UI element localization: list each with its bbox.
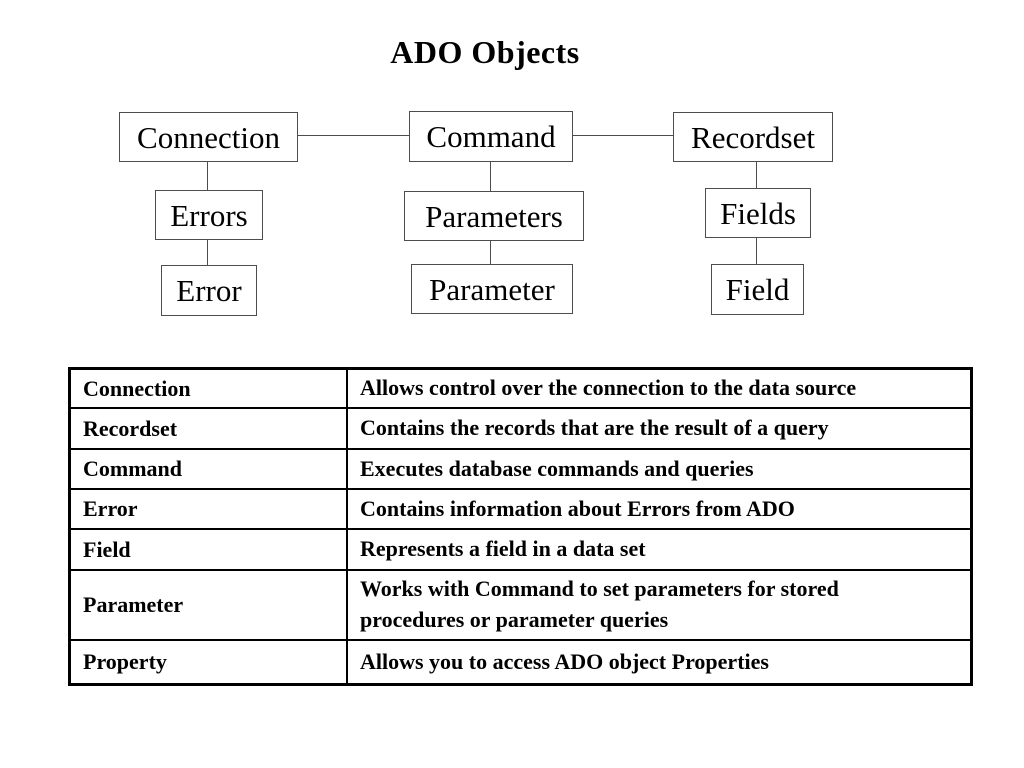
node-label: Connection <box>137 119 280 155</box>
description-cell: Represents a field in a data set <box>360 536 646 562</box>
connector-command-parameters <box>490 162 491 191</box>
node-connection: Connection <box>119 112 298 162</box>
connector-connection-errors <box>207 162 208 190</box>
node-field: Field <box>711 264 804 315</box>
node-fields: Fields <box>705 188 811 238</box>
connector-fields-field <box>756 238 757 264</box>
table-row: Error Contains information about Errors … <box>71 490 970 530</box>
table-row: Command Executes database commands and q… <box>71 450 970 490</box>
node-label: Errors <box>170 197 248 233</box>
term-cell: Property <box>71 641 348 683</box>
node-label: Error <box>176 273 242 308</box>
node-command: Command <box>409 111 573 162</box>
ado-definitions-table: Connection Allows control over the conne… <box>68 367 973 686</box>
connector-connection-command <box>298 135 409 136</box>
node-label: Fields <box>720 195 796 231</box>
description-cell: Executes database commands and queries <box>360 455 754 481</box>
connector-errors-error <box>207 240 208 265</box>
node-parameter: Parameter <box>411 264 573 314</box>
description-cell: Allows control over the connection to th… <box>360 375 857 401</box>
table-row: Property Allows you to access ADO object… <box>71 641 970 683</box>
node-label: Field <box>725 272 790 307</box>
node-label: Parameters <box>425 198 563 234</box>
table-row: Connection Allows control over the conne… <box>71 370 970 409</box>
table-row: Recordset Contains the records that are … <box>71 409 970 450</box>
description-cell: Allows you to access ADO object Properti… <box>360 648 769 674</box>
node-label: Command <box>426 119 556 154</box>
description-cell: Contains information about Errors from A… <box>360 495 795 521</box>
node-recordset: Recordset <box>673 112 833 162</box>
node-parameters: Parameters <box>404 191 584 241</box>
connector-recordset-fields <box>756 162 757 188</box>
node-label: Parameter <box>429 271 555 307</box>
node-error: Error <box>161 265 257 316</box>
term-cell: Field <box>71 530 348 569</box>
term-cell: Parameter <box>71 571 348 639</box>
description-cell: Works with Command to set parameters for… <box>360 576 839 632</box>
term-cell: Recordset <box>71 409 348 448</box>
node-errors: Errors <box>155 190 263 240</box>
term-cell: Connection <box>71 370 348 407</box>
connector-command-recordset <box>573 135 673 136</box>
node-label: Recordset <box>691 119 815 155</box>
term-cell: Error <box>71 490 348 528</box>
table-row: Parameter Works with Command to set para… <box>71 571 970 641</box>
slide-title: ADO Objects <box>390 34 580 70</box>
table-row: Field Represents a field in a data set <box>71 530 970 571</box>
description-cell: Contains the records that are the result… <box>360 415 829 441</box>
connector-parameters-parameter <box>490 241 491 264</box>
term-cell: Command <box>71 450 348 488</box>
